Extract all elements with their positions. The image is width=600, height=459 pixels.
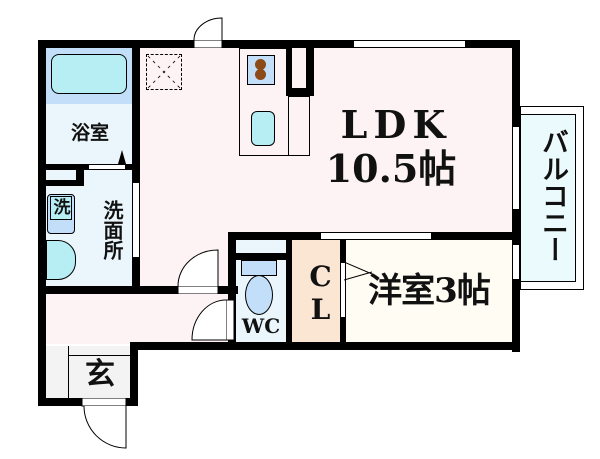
wc-shelf — [236, 240, 286, 254]
door-swing-top[interactable] — [192, 16, 228, 48]
balcony-floor — [520, 114, 576, 282]
wall-entrance-right — [130, 342, 138, 406]
wall-left — [38, 40, 46, 406]
western-room-label: 洋室3帖 — [368, 271, 491, 311]
door-bath-arrow — [118, 150, 126, 164]
toilet-bowl-icon — [245, 275, 273, 315]
wall-cl-right — [340, 232, 346, 262]
closet-floor — [292, 240, 340, 342]
ldk-floor — [140, 48, 512, 234]
wall-wc-right — [286, 232, 292, 350]
sliding-door-washroom[interactable] — [132, 182, 140, 258]
ldk-label: LDK — [340, 102, 452, 147]
washbasin-icon — [46, 240, 76, 280]
door-swing-hall[interactable] — [176, 248, 224, 294]
bath-label: 浴室 — [70, 122, 109, 144]
sink-icon — [251, 111, 275, 146]
door-swing-wc[interactable] — [190, 298, 236, 344]
sliding-door-western[interactable] — [320, 232, 432, 240]
wall-cl-right-2 — [340, 318, 346, 348]
stove-burner-icon — [255, 59, 266, 70]
washing-machine-inner — [50, 196, 72, 220]
wall-wash-shelf — [46, 180, 84, 186]
entrance-label: 玄 — [85, 357, 115, 392]
wc-label: WC — [241, 314, 281, 338]
washroom-label: 洗面所 — [100, 200, 124, 260]
vent-x-icon — [147, 55, 181, 89]
door-bath[interactable] — [88, 164, 126, 170]
wall-top — [38, 40, 520, 48]
kitchen-counter-ext — [288, 96, 310, 156]
entrance-step-line — [68, 346, 130, 398]
balcony-label: バルコニー — [537, 127, 568, 263]
entrance-floor — [46, 346, 130, 398]
closet-door[interactable] — [340, 262, 346, 318]
ldk-size-label: 10.5帖 — [325, 146, 457, 191]
wall-hall-top — [38, 286, 238, 294]
kitchen-pillar-inner — [292, 48, 306, 88]
wall-wc-left — [228, 232, 236, 350]
wall-wc-inner-top — [236, 254, 288, 260]
entrance-step-line-h — [68, 355, 130, 356]
wall-wash-small — [76, 164, 84, 186]
toilet-tank-icon — [241, 260, 277, 276]
closet-label: CL — [304, 260, 337, 326]
window-top-ldk[interactable] — [353, 40, 466, 48]
western-room-floor — [346, 240, 512, 342]
door-swing-western — [344, 262, 373, 281]
wall-bottom-right — [132, 342, 520, 350]
ceiling-vent-icon — [146, 54, 182, 90]
window-western-right[interactable] — [512, 244, 520, 280]
door-swing-entrance[interactable] — [80, 398, 130, 450]
stove-burner-icon-2 — [255, 69, 266, 80]
washer-label: 洗 — [53, 198, 71, 218]
bathtub-icon — [51, 54, 127, 94]
window-ldk-right[interactable] — [512, 126, 520, 210]
